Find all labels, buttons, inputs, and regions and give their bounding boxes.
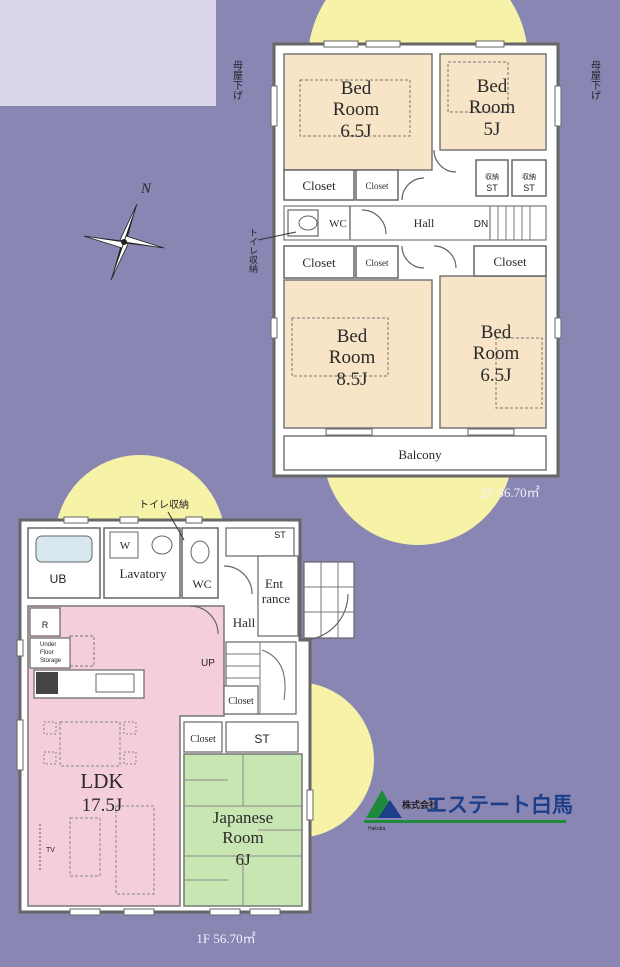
washer-label: W: [120, 540, 131, 552]
closet-2f-5-label: Closet: [493, 254, 527, 269]
refrigerator: [29, 607, 61, 637]
stove-icon: [36, 672, 58, 694]
hall-1f-label: Hall: [233, 615, 256, 630]
storage-st-1f: [225, 721, 299, 753]
hall-2f: [283, 205, 547, 241]
floor2-area: 2F 56.70㎡: [480, 485, 539, 500]
closet-1f-1: [223, 685, 259, 715]
storage-st-2: [511, 159, 547, 197]
lavatory: [103, 527, 181, 599]
closet-1f-2: [183, 721, 223, 753]
closet-2f-1: [283, 169, 355, 201]
japanese-room-line2: Room: [222, 828, 264, 847]
closet-2f-3-label: Closet: [302, 255, 336, 270]
floor2-plan: Bed Room 6.5J Bed Room 5J Bed Room 8.5J …: [231, 40, 601, 500]
closet-2f-4-label: Closet: [365, 258, 389, 268]
toilet-bowl-2f: [298, 215, 318, 231]
closet-2f-3: [283, 245, 355, 279]
bedroom-ne-line1: Bed: [477, 76, 508, 97]
logo-tiny: Hakuba: [368, 826, 385, 832]
logo-prefix: 株式会社: [402, 799, 438, 811]
under-floor-line1: Under: [40, 642, 56, 648]
toilet-2f: [287, 209, 319, 237]
lavatory-label: Lavatory: [120, 566, 167, 581]
ldk-size: 17.5J: [82, 795, 123, 816]
closet-2f-4: [355, 245, 399, 279]
tv-label: TV: [46, 847, 55, 854]
bedroom-nw-size: 6.5J: [340, 121, 371, 142]
storage-st-1-label: ST: [486, 183, 498, 193]
bedroom-se-size: 6.5J: [480, 365, 511, 386]
compass-rose: [83, 203, 165, 281]
entrance-line1: Ent: [265, 576, 283, 591]
balcony: [283, 435, 547, 471]
under-floor-line2: Floor: [40, 650, 54, 656]
eaves-left-label: 母屋下げ: [231, 60, 243, 100]
shelf-jp-2: 収納: [522, 172, 536, 181]
balcony-label: Balcony: [398, 447, 442, 462]
wc-2f-label: WC: [329, 218, 347, 230]
closet-1f-2-label: Closet: [190, 734, 216, 745]
refrigerator-label: R: [42, 620, 49, 630]
stairs-up-label: UP: [201, 658, 215, 669]
bedroom-ne-size: 5J: [484, 119, 501, 140]
wc-1f-label: WC: [192, 577, 211, 591]
floor1-plan: UB W Lavatory WC トイレ収納 ST Ent rance Hall…: [16, 498, 355, 946]
hall-2f-label: Hall: [414, 216, 435, 230]
bedroom-se-line2: Room: [473, 343, 520, 364]
under-floor-line3: Storage: [40, 658, 62, 664]
compass-north-label: N: [140, 181, 152, 197]
toilet-storage-2f-label: トイレ収納: [247, 228, 258, 274]
entrance-line2: rance: [262, 591, 290, 606]
storage-st-1: [475, 159, 509, 197]
logo-name: エステート白馬: [426, 793, 573, 817]
bedroom-nw-line2: Room: [333, 99, 380, 120]
japanese-room-line1: Japanese: [213, 808, 273, 827]
shelf-jp-1: 収納: [485, 172, 499, 181]
bedroom-se: [439, 275, 547, 429]
storage-st-1f-label: ST: [254, 732, 270, 746]
bedroom-ne-line2: Room: [469, 97, 516, 118]
toilet-storage-1f-label: トイレ収納: [139, 498, 189, 511]
bedroom-se-line1: Bed: [481, 322, 512, 343]
shoe-storage-label: ST: [274, 530, 286, 540]
ldk-label: LDK: [80, 769, 123, 793]
japanese-room-size: 6J: [235, 850, 251, 869]
closet-2f-2: [355, 169, 399, 201]
stairs-down-label: DN: [474, 219, 488, 230]
entrance: [257, 555, 299, 637]
closet-2f-5: [473, 245, 547, 277]
unit-bath-label: UB: [50, 572, 67, 586]
company-logo: 株式会社 エステート白馬 Hakuba: [364, 790, 573, 832]
closet-1f-1-label: Closet: [228, 696, 254, 707]
bedroom-nw: [283, 53, 433, 171]
corner-panel: [0, 0, 216, 106]
bedroom-ne: [439, 53, 547, 151]
porch: [303, 561, 355, 639]
closet-2f-2-label: Closet: [365, 181, 389, 191]
storage-st-2-label: ST: [523, 183, 535, 193]
eaves-right-label: 母屋下げ: [589, 60, 601, 100]
floor1-area: 1F 56.70㎡: [196, 931, 255, 946]
bedroom-sw-line1: Bed: [337, 326, 368, 347]
bedroom-nw-line1: Bed: [341, 78, 372, 99]
closet-2f-1-label: Closet: [302, 178, 336, 193]
bedroom-sw: [283, 279, 433, 429]
bedroom-sw-line2: Room: [329, 347, 376, 368]
bedroom-sw-size: 8.5J: [336, 369, 367, 390]
